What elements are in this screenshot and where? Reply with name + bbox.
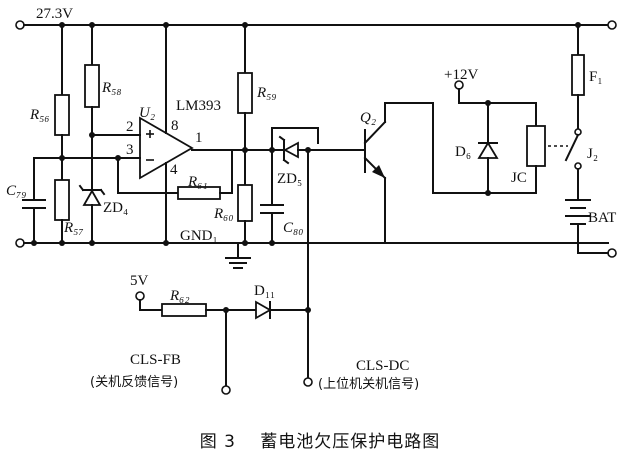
q2-label: Q₂ [360,110,376,126]
f1-label: F₁ [589,69,603,85]
pin1-label: 1 [195,130,203,146]
zd4-label: ZD₄ [103,200,128,216]
pin3-label: 3 [126,142,134,158]
r60-label: R₆₀ [213,206,234,222]
battery-bat [565,199,591,225]
r57-label: R₅₇ [63,220,84,236]
r62-label: R₆₂ [169,288,190,304]
resistor-r59 [237,72,253,114]
supply-voltage-label: 27.3V [36,6,73,22]
v12-label: +12V [444,67,478,83]
resistor-r58 [84,64,100,108]
v5-label: 5V [130,273,149,289]
diode-d6 [477,102,499,194]
cls-fb-desc: (关机反馈信号) [90,375,178,390]
c80-label: C₈₀ [283,220,303,236]
zener-zd4 [78,184,106,244]
d6-label: D₆ [455,144,471,160]
j2-label: J₂ [587,146,598,162]
cls-dc-desc: (上位机关机信号) [318,377,419,392]
diode-d11 [255,300,272,320]
u2-label: U₂ [139,105,155,121]
pin8-label: 8 [171,118,179,134]
resistor-r56 [54,94,70,136]
jc-label: JC [511,170,527,186]
transistor-q2 [363,102,434,244]
ground-rail [15,238,617,258]
r59-label: R₅₉ [256,85,277,101]
ground-symbol [225,242,251,269]
zd5-label: ZD₅ [277,171,302,187]
zener-zd5 [271,135,366,165]
bat-label: BAT [588,210,616,226]
relay-coil-jc [526,125,546,167]
cls-fb-label: CLS-FB [130,352,181,368]
resistor-r62 [161,303,207,317]
r56-label: R₅₆ [29,107,50,123]
supply-rail-27v [15,20,617,30]
r61-label: R₆₁ [187,174,208,190]
resistor-r60 [237,184,253,222]
pin4-label: 4 [170,162,178,178]
cls-dc-label: CLS-DC [356,358,409,374]
ic-label: LM393 [176,98,221,114]
d11-label: D₁₁ [254,283,275,299]
r58-label: R₅₈ [101,80,122,96]
resistor-r57 [54,179,70,221]
relay-contact-j2 [564,128,582,170]
gnd-label: GND₁ [180,228,218,244]
pin2-label: 2 [126,119,134,135]
fuse-f1 [571,54,585,96]
figure-caption: 图 3 蓄电池欠压保护电路图 [200,432,441,452]
c79-label: C₇₉ [6,183,26,199]
